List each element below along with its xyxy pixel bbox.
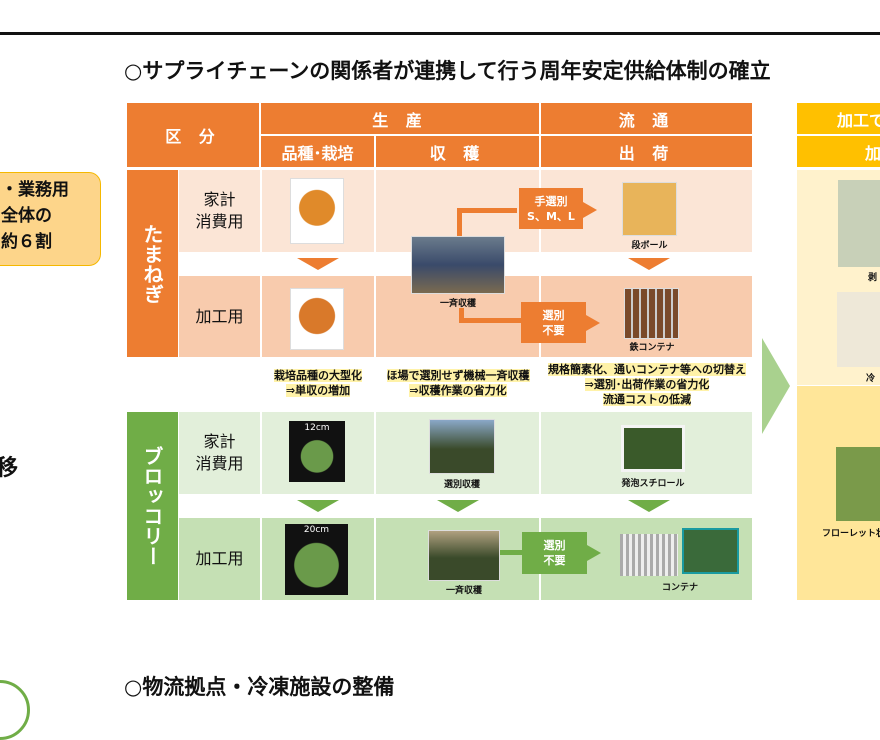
cardboard-box-image bbox=[622, 182, 677, 236]
note-variety: 栽培品種の大型化⇒単収の増加 bbox=[274, 369, 362, 397]
header-category: 区 分 bbox=[127, 103, 259, 167]
broccoli-home-label: 家計 消費用 bbox=[195, 432, 244, 473]
bulk-harvest-image bbox=[428, 530, 500, 581]
flow-line bbox=[500, 550, 522, 555]
big-arrow-right-icon bbox=[762, 338, 790, 434]
container-image bbox=[620, 534, 678, 576]
frozen-onion-image bbox=[837, 292, 880, 367]
styrofoam-image bbox=[621, 425, 685, 472]
share-callout: ・業務用 全体の 約６割 bbox=[0, 172, 101, 266]
header-variety: 品種･栽培 bbox=[261, 136, 374, 167]
styrofoam-caption: 発泡スチロール bbox=[621, 479, 685, 489]
container-caption: コンテナ bbox=[661, 583, 698, 593]
iron-container-caption: 鉄コンテナ bbox=[629, 343, 675, 353]
processing-header: 加工で bbox=[797, 103, 880, 134]
onion-label: たまねぎ bbox=[127, 170, 178, 357]
header-production: 生 産 bbox=[261, 103, 539, 134]
arrow-down-icon bbox=[297, 500, 339, 512]
section-title-logistics: ○物流拠点・冷凍施設の整備 bbox=[124, 675, 395, 699]
broccoli-processing-label: 加工用 bbox=[195, 549, 244, 568]
broccoli-processing-image: 20cm bbox=[285, 524, 348, 595]
note-shipping: 規格簡素化、通いコンテナ等への切替え⇒選別･出荷作業の省力化流通コストの低減 bbox=[548, 363, 746, 406]
onion-processing-image bbox=[290, 288, 344, 350]
bulk-harvest-caption: 一斉収穫 bbox=[445, 586, 482, 596]
onion-harvester-image bbox=[411, 236, 505, 294]
iron-container-image bbox=[624, 288, 679, 339]
broccoli-label: ブロッコリー bbox=[127, 412, 178, 600]
arrow-down-icon bbox=[628, 500, 670, 512]
cardboard-caption: 段ボール bbox=[631, 241, 668, 251]
onion-harvest-caption: 一斉収穫 bbox=[439, 299, 476, 309]
arrow-down-icon bbox=[437, 500, 479, 512]
peeled-onion-image bbox=[838, 180, 880, 267]
arrow-down-icon bbox=[628, 258, 670, 270]
flow-line bbox=[457, 208, 517, 213]
top-divider bbox=[0, 32, 880, 35]
arrow-right-icon bbox=[586, 315, 600, 331]
section-title: ○サプライチェーンの関係者が連携して行う周年安定供給体制の確立 bbox=[124, 59, 771, 83]
arrow-right-icon bbox=[583, 202, 597, 218]
header-harvest: 収 穫 bbox=[376, 136, 539, 167]
hand-sort-box: 手選別 S、M、L bbox=[519, 188, 583, 229]
onion-home-label: 家計 消費用 bbox=[195, 190, 244, 231]
arrow-down-icon bbox=[297, 258, 339, 270]
no-sort-box: 選別 不要 bbox=[521, 302, 586, 343]
broccoli-no-sort-box: 選別 不要 bbox=[522, 532, 587, 574]
sorted-harvest-image bbox=[429, 419, 495, 474]
broccoli-home-image: 12cm bbox=[289, 421, 345, 482]
flow-line bbox=[457, 208, 462, 238]
flow-line bbox=[459, 308, 464, 323]
floret-caption: フローレット状 bbox=[822, 529, 880, 539]
partial-heading: 移 bbox=[0, 456, 19, 481]
note-harvest: ほ場で選別せず機械一斉収穫⇒収穫作業の省力化 bbox=[386, 369, 530, 397]
flow-line bbox=[459, 318, 521, 323]
sorted-harvest-caption: 選別収穫 bbox=[443, 480, 480, 490]
arrow-right-icon bbox=[587, 545, 601, 561]
frozen-caption: 冷 bbox=[866, 374, 876, 384]
onion-home-image bbox=[290, 178, 344, 244]
processing-subheader: 加 bbox=[797, 136, 880, 167]
container-image-2 bbox=[682, 528, 739, 574]
floret-image bbox=[836, 447, 880, 521]
onion-processing-label: 加工用 bbox=[195, 306, 244, 326]
decorative-arc bbox=[0, 680, 30, 740]
peeled-caption: 剥 bbox=[868, 273, 878, 283]
header-distribution: 流 通 bbox=[541, 103, 752, 134]
header-shipping: 出 荷 bbox=[541, 136, 752, 167]
